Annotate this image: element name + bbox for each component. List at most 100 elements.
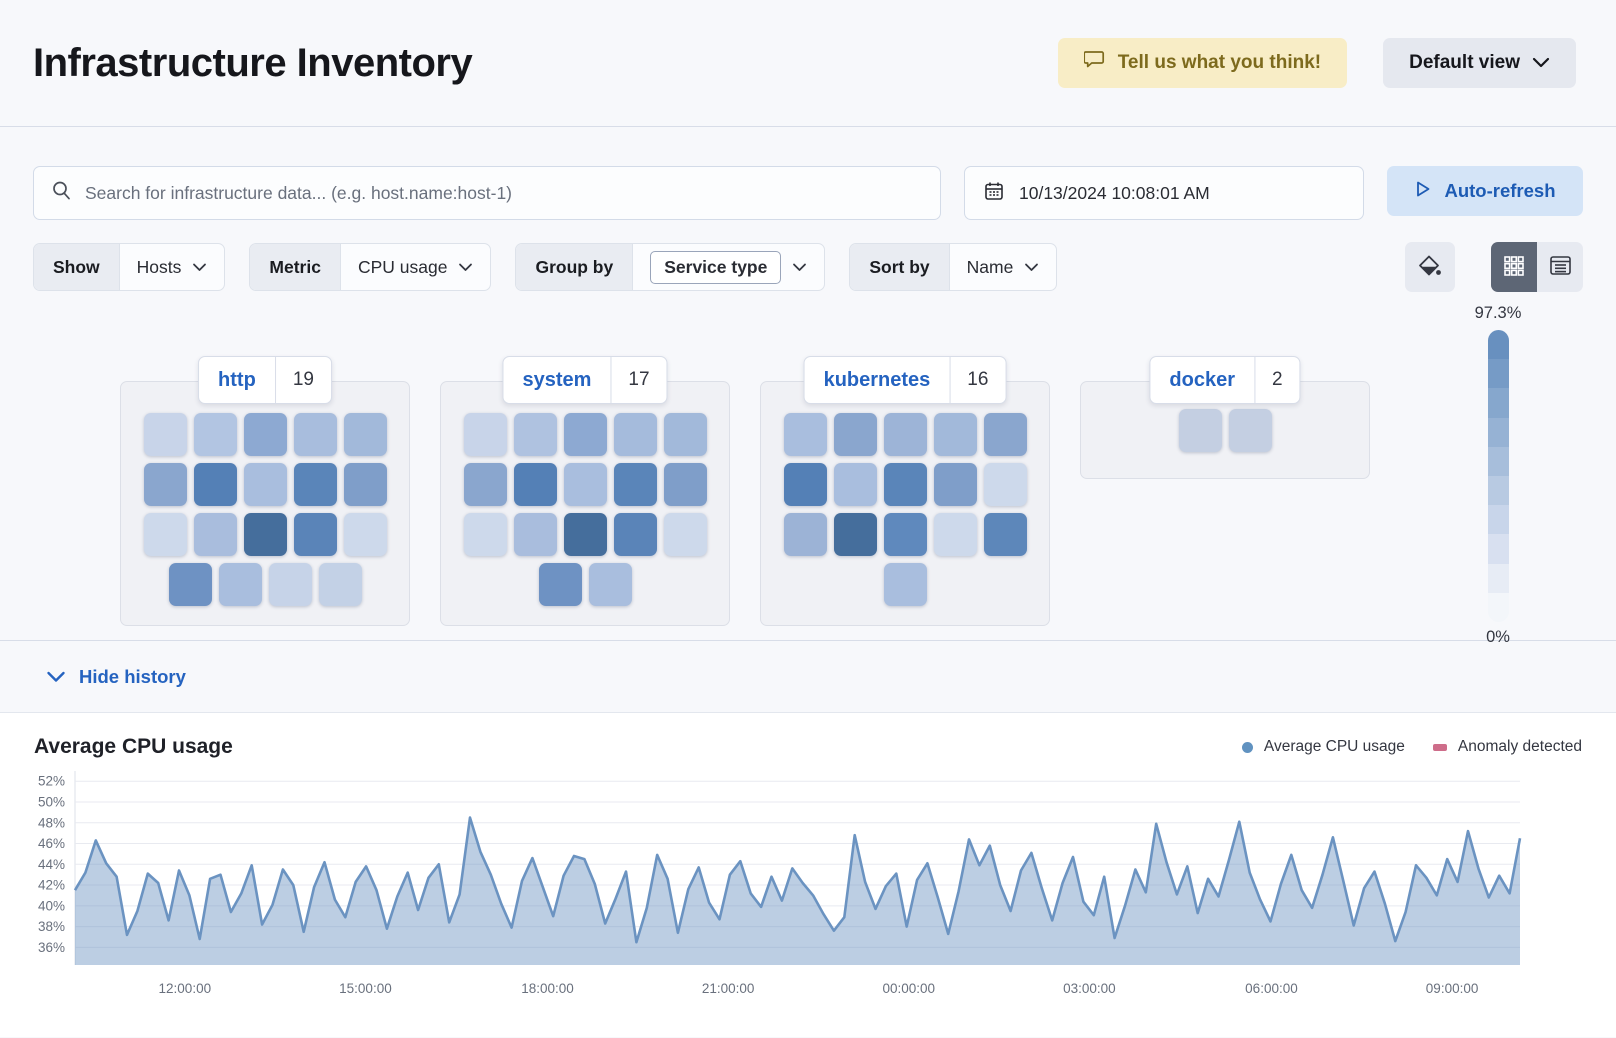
feedback-button[interactable]: Tell us what you think!	[1057, 38, 1348, 88]
show-control[interactable]: Show Hosts	[33, 243, 226, 291]
host-square[interactable]	[343, 513, 387, 556]
square-row	[761, 413, 1049, 456]
host-square[interactable]	[193, 463, 237, 506]
host-square[interactable]	[563, 463, 607, 506]
host-square[interactable]	[513, 413, 557, 456]
host-square[interactable]	[983, 463, 1027, 506]
host-square[interactable]	[193, 413, 237, 456]
host-square[interactable]	[318, 563, 362, 606]
host-square[interactable]	[343, 413, 387, 456]
host-square[interactable]	[783, 513, 827, 556]
host-square[interactable]	[143, 413, 187, 456]
host-square[interactable]	[563, 413, 607, 456]
host-square[interactable]	[833, 463, 877, 506]
host-square[interactable]	[883, 563, 927, 606]
host-square[interactable]	[783, 463, 827, 506]
host-square[interactable]	[983, 413, 1027, 456]
date-time-picker[interactable]: 10/13/2024 10:08:01 AM	[964, 166, 1364, 220]
chevron-down-icon	[193, 263, 207, 271]
group-name-link[interactable]: system	[522, 368, 592, 391]
host-square[interactable]	[463, 513, 507, 556]
host-square[interactable]	[243, 413, 287, 456]
pill-divider	[949, 357, 951, 403]
scale-step	[1487, 359, 1509, 389]
table-view-button[interactable]	[1537, 242, 1583, 292]
group-by-control[interactable]: Group by Service type	[515, 243, 826, 291]
host-square[interactable]	[833, 413, 877, 456]
pill-divider	[1254, 357, 1256, 403]
host-square[interactable]	[243, 513, 287, 556]
host-square[interactable]	[883, 463, 927, 506]
search-icon	[51, 180, 72, 206]
host-square[interactable]	[168, 563, 212, 606]
square-row	[1081, 409, 1369, 452]
sort-by-control[interactable]: Sort by Name	[849, 243, 1058, 291]
chart-x-tick-label: 12:00:00	[159, 981, 212, 996]
square-row	[441, 513, 729, 556]
square-row	[441, 413, 729, 456]
host-square[interactable]	[143, 463, 187, 506]
auto-refresh-label: Auto-refresh	[1444, 180, 1556, 201]
host-square[interactable]	[538, 563, 582, 606]
host-square[interactable]	[613, 513, 657, 556]
host-square[interactable]	[833, 513, 877, 556]
host-square[interactable]	[663, 463, 707, 506]
host-square[interactable]	[293, 513, 337, 556]
hide-history-toggle[interactable]: Hide history	[46, 666, 186, 688]
group-name-link[interactable]: docker	[1169, 368, 1236, 391]
host-square[interactable]	[293, 463, 337, 506]
group-name-link[interactable]: kubernetes	[823, 368, 931, 391]
host-square[interactable]	[783, 413, 827, 456]
table-icon	[1548, 253, 1573, 281]
legend-item-avg-cpu[interactable]: Average CPU usage	[1241, 738, 1405, 756]
host-square[interactable]	[563, 513, 607, 556]
host-square[interactable]	[613, 463, 657, 506]
host-square[interactable]	[513, 513, 557, 556]
square-row	[761, 463, 1049, 506]
host-square[interactable]	[268, 563, 312, 606]
host-square[interactable]	[193, 513, 237, 556]
view-dropdown-button[interactable]: Default view	[1383, 38, 1576, 88]
host-square[interactable]	[613, 413, 657, 456]
group-host-count: 16	[967, 369, 989, 390]
host-square[interactable]	[1228, 409, 1272, 452]
host-square[interactable]	[343, 463, 387, 506]
host-square[interactable]	[933, 413, 977, 456]
host-square[interactable]	[983, 513, 1027, 556]
square-row	[761, 563, 1049, 606]
host-square[interactable]	[1178, 409, 1222, 452]
scale-step	[1487, 417, 1509, 447]
host-square[interactable]	[933, 463, 977, 506]
auto-refresh-button[interactable]: Auto-refresh	[1387, 166, 1583, 216]
color-palette-button[interactable]	[1405, 242, 1455, 292]
host-square[interactable]	[143, 513, 187, 556]
chevron-down-icon	[793, 263, 807, 271]
cpu-usage-area	[75, 817, 1520, 965]
host-square[interactable]	[463, 413, 507, 456]
host-square[interactable]	[663, 413, 707, 456]
view-dropdown-label: Default view	[1409, 52, 1520, 73]
host-square[interactable]	[933, 513, 977, 556]
chart-x-tick-label: 18:00:00	[521, 981, 574, 996]
host-square[interactable]	[883, 413, 927, 456]
metric-control[interactable]: Metric CPU usage	[249, 243, 492, 291]
grid-view-button[interactable]	[1491, 242, 1537, 292]
host-square[interactable]	[663, 513, 707, 556]
legend-item-anomaly[interactable]: Anomaly detected	[1432, 738, 1582, 756]
pill-divider	[274, 357, 276, 403]
group-name-link[interactable]: http	[218, 368, 256, 391]
host-square[interactable]	[293, 413, 337, 456]
search-input[interactable]	[85, 182, 923, 204]
host-square[interactable]	[588, 563, 632, 606]
host-square[interactable]	[883, 513, 927, 556]
host-square[interactable]	[463, 463, 507, 506]
group-by-value[interactable]: Service type	[650, 250, 782, 284]
host-square[interactable]	[513, 463, 557, 506]
host-square[interactable]	[218, 563, 262, 606]
avg-cpu-dot-icon	[1241, 741, 1253, 753]
host-square[interactable]	[243, 463, 287, 506]
